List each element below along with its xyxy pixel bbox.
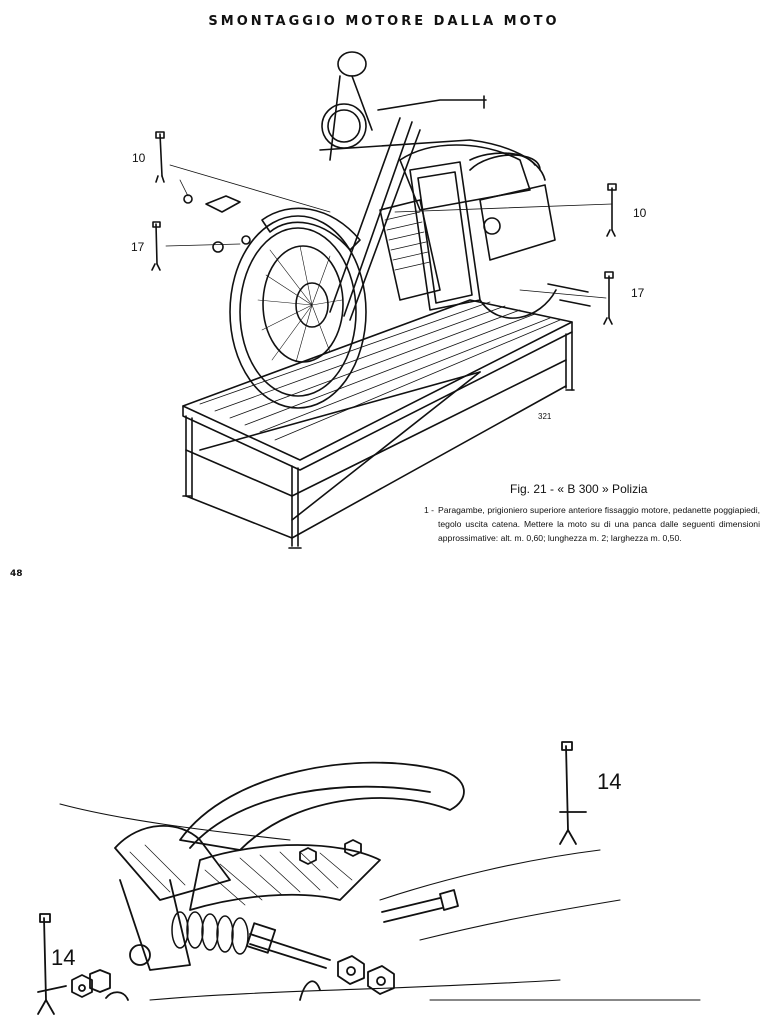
callout-14-left: 14 bbox=[51, 945, 76, 970]
motorcycle-on-bench-illustration bbox=[0, 40, 768, 560]
description-text: Paragambe, prigioniero superiore anterio… bbox=[438, 505, 760, 543]
drawing-id: 321 bbox=[538, 412, 552, 421]
figure-description: 1 - Paragambe, prigioniero superiore ant… bbox=[424, 503, 760, 545]
figure-caption: Fig. 21 - « B 300 » Polizia bbox=[510, 482, 648, 496]
page-title: SMONTAGGIO MOTORE DALLA MOTO bbox=[208, 14, 560, 29]
callout-14-right: 14 bbox=[597, 769, 622, 794]
description-number: 1 - bbox=[424, 505, 435, 515]
page-number: 48 bbox=[10, 569, 23, 579]
callout-10-left: 10 bbox=[132, 151, 146, 165]
callout-17-left: 17 bbox=[131, 240, 145, 254]
saddle-mount-illustration bbox=[0, 730, 768, 1024]
callout-17-right: 17 bbox=[631, 286, 645, 300]
callout-10-right: 10 bbox=[633, 206, 647, 220]
